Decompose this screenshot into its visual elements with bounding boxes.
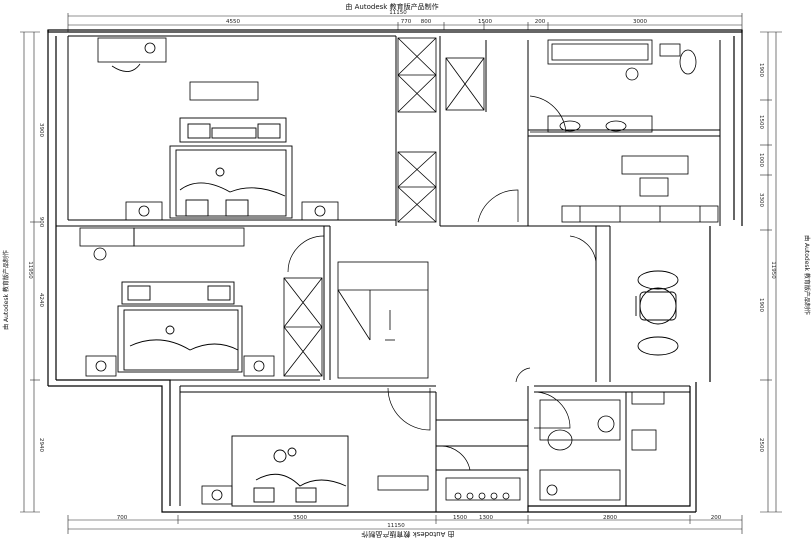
dim-top-4: 1500 xyxy=(478,19,492,25)
dim-right-2: 1500 xyxy=(758,115,764,129)
dim-bottom-2: 3500 xyxy=(293,515,307,521)
dim-top-total: 11150 xyxy=(389,10,407,16)
dim-bottom-total: 11150 xyxy=(387,523,405,529)
watermark-bottom: 由 Autodesk 教育版产品制作 xyxy=(361,530,454,539)
dimension-right xyxy=(760,31,782,513)
dim-bottom-6: 200 xyxy=(711,515,722,521)
master-bed xyxy=(169,117,293,219)
watermark-top: 由 Autodesk 教育版产品制作 xyxy=(345,2,438,11)
dimension-top xyxy=(67,13,743,32)
dim-top-2: 770 xyxy=(401,19,412,25)
dim-right-4: 3300 xyxy=(758,193,764,207)
dining-table xyxy=(635,270,679,356)
dim-right-6: 2500 xyxy=(758,438,764,452)
dim-bottom-4: 1300 xyxy=(479,515,493,521)
dim-top-1: 4550 xyxy=(226,19,240,25)
bathroom-fixtures-upper xyxy=(547,39,719,223)
dim-bottom-5: 2800 xyxy=(603,515,617,521)
bathroom-fixtures-lower xyxy=(445,391,665,501)
dim-top-6: 3000 xyxy=(633,19,647,25)
wardrobes xyxy=(283,37,485,377)
dim-top-3: 800 xyxy=(421,19,432,25)
interior-walls xyxy=(56,35,721,512)
dim-right-3: 1000 xyxy=(758,153,764,167)
dim-right-1: 1900 xyxy=(758,63,764,77)
dim-left-2: 900 xyxy=(38,217,44,228)
dimension-bottom xyxy=(67,515,743,534)
dim-left-4: 2940 xyxy=(38,438,44,452)
exterior-walls xyxy=(47,29,743,513)
dimension-left xyxy=(20,31,40,513)
dim-left-3: 4240 xyxy=(38,293,44,307)
dim-right-5: 1900 xyxy=(758,298,764,312)
dim-top-5: 200 xyxy=(535,19,546,25)
dim-bottom-1: 700 xyxy=(117,515,128,521)
desks xyxy=(79,37,429,491)
second-bed xyxy=(117,281,243,373)
watermark-right: 由 Autodesk 教育版产品制作 xyxy=(803,235,811,315)
dim-right-total: 11950 xyxy=(770,261,776,279)
nightstands xyxy=(85,201,339,505)
watermark-left: 由 Autodesk 教育版产品制作 xyxy=(2,250,10,330)
doors xyxy=(287,95,597,471)
dim-bottom-3: 1500 xyxy=(453,515,467,521)
dim-left-1: 3900 xyxy=(38,123,44,137)
third-bed xyxy=(231,435,349,507)
staircase xyxy=(337,261,429,379)
dim-left-total: 11950 xyxy=(27,261,33,279)
